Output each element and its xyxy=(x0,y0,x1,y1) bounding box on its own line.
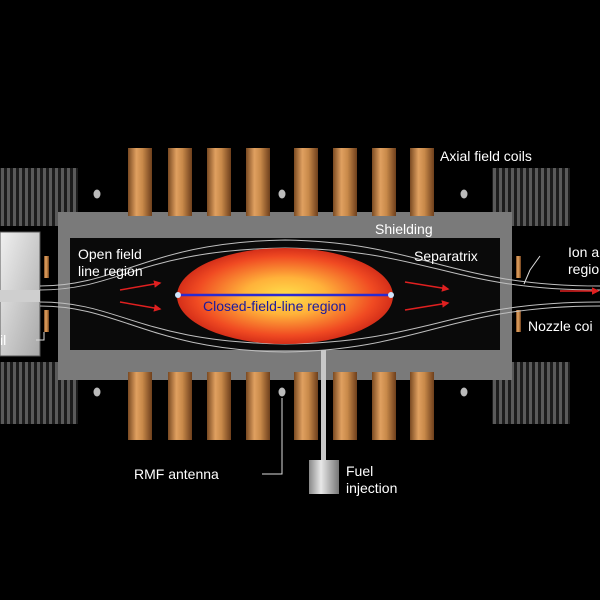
axial-field-coils-label: Axial field coils xyxy=(440,148,532,164)
lower-coil-4 xyxy=(246,372,270,440)
upper-coil-8 xyxy=(410,148,434,216)
rmf-antenna-label: RMF antenna xyxy=(134,466,219,482)
open-field-label-line1: Open field xyxy=(78,246,142,262)
right-upper-nozzle-coil xyxy=(516,256,521,278)
fuel-label-line1: Fuel xyxy=(346,463,374,479)
lower-coil-1 xyxy=(128,372,152,440)
upper-coil-1 xyxy=(128,148,152,216)
upper-axial-coils xyxy=(128,148,434,216)
rmf-antenna-dot xyxy=(93,387,101,397)
x-point-left xyxy=(175,292,181,298)
lower-coil-6 xyxy=(333,372,357,440)
x-point-right xyxy=(388,292,394,298)
left-lower-small-coil xyxy=(44,310,49,332)
closed-field-label: Closed-field-line region xyxy=(203,298,347,314)
lower-axial-coils xyxy=(128,372,434,440)
lower-coil-5 xyxy=(294,372,318,440)
lower-coil-7 xyxy=(372,372,396,440)
fuel-injection-piston xyxy=(309,460,339,494)
open-field-label-line2: line region xyxy=(78,263,143,279)
lower-coil-2 xyxy=(168,372,192,440)
rmf-antenna-dot xyxy=(460,387,468,397)
left-upper-small-coil xyxy=(44,256,49,278)
ion-label-line1: Ion a xyxy=(568,244,600,260)
right-lower-nozzle-coil xyxy=(516,310,521,332)
ion-label-line2: regio xyxy=(568,261,600,277)
fuel-injection-pipe xyxy=(321,350,326,462)
left-end-box-inner xyxy=(0,290,40,302)
shielding-label: Shielding xyxy=(375,221,433,237)
left-coil-fragment-label: il xyxy=(0,332,7,348)
rmf-antenna-dot xyxy=(93,189,101,199)
upper-coil-4 xyxy=(246,148,270,216)
upper-coil-3 xyxy=(207,148,231,216)
upper-coil-2 xyxy=(168,148,192,216)
rmf-antenna-dot xyxy=(460,189,468,199)
fuel-label-line2: injection xyxy=(346,480,398,496)
lower-coil-8 xyxy=(410,372,434,440)
separatrix-label: Separatrix xyxy=(414,248,478,264)
upper-coil-6 xyxy=(333,148,357,216)
upper-coil-5 xyxy=(294,148,318,216)
flow-arrows xyxy=(119,280,600,312)
upper-coil-7 xyxy=(372,148,396,216)
rmf-antenna-dot xyxy=(278,387,286,397)
leader-lines xyxy=(36,255,541,475)
lower-coil-3 xyxy=(207,372,231,440)
nozzle-coil-label: Nozzle coi xyxy=(528,318,593,334)
rmf-antenna-dot xyxy=(278,189,286,199)
